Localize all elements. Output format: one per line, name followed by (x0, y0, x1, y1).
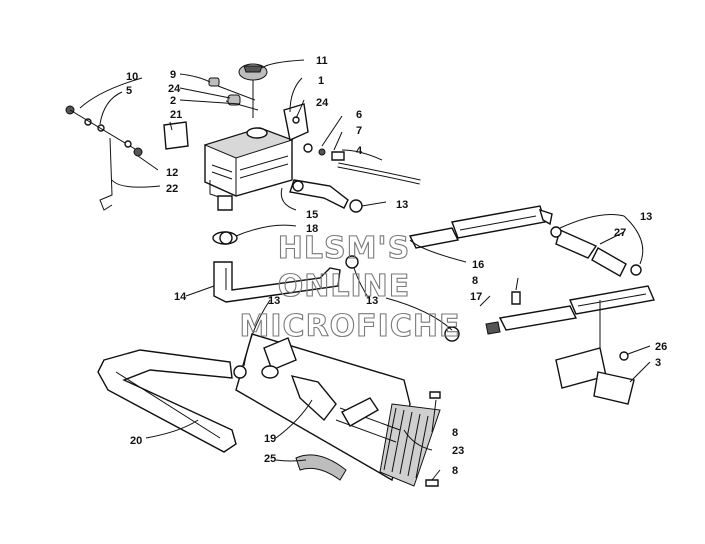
watermark: HLSM'S ONLINE MICROFICHE (239, 230, 461, 344)
callout-10: 10 (126, 71, 138, 83)
leader-lines (79, 59, 651, 481)
callout-8a: 8 (472, 275, 478, 287)
callout-13b: 13 (640, 211, 652, 223)
callout-13d: 13 (366, 295, 378, 307)
callout-23: 23 (452, 445, 464, 457)
heat-exchanger-lower (485, 285, 655, 335)
callout-27: 27 (614, 227, 626, 239)
callout-6: 6 (356, 109, 362, 121)
tank-bracket (208, 77, 309, 141)
callout-3: 3 (655, 357, 661, 369)
callout-26: 26 (655, 341, 667, 353)
callout-22: 22 (166, 183, 178, 195)
callout-24b: 24 (316, 97, 329, 109)
hose-19 (261, 337, 379, 427)
callout-14: 14 (174, 291, 187, 303)
callout-11: 11 (316, 55, 328, 67)
coolant-tank (203, 127, 294, 211)
hardware-left (65, 105, 143, 211)
clamp-25 (295, 454, 347, 481)
callout-2: 2 (170, 95, 176, 107)
callout-4: 4 (356, 145, 363, 157)
decal-label (163, 121, 189, 150)
callout-13c: 13 (268, 295, 280, 307)
callout-5: 5 (126, 85, 132, 97)
screws-8 (425, 291, 521, 487)
callout-labels: 1 2 3 4 5 6 7 8 8 8 9 10 11 12 13 13 13 … (126, 55, 667, 477)
callout-20: 20 (130, 435, 142, 447)
watermark-line-3: MICROFICHE (240, 309, 461, 344)
watermark-line-1: HLSM'S (278, 231, 410, 266)
hose-27 (550, 226, 642, 277)
callout-17: 17 (470, 291, 482, 303)
callout-1: 1 (318, 75, 324, 87)
callout-19: 19 (264, 433, 276, 445)
callout-8c: 8 (452, 465, 458, 477)
callout-16: 16 (472, 259, 484, 271)
hose-20 (97, 349, 237, 453)
watermark-line-2: ONLINE (278, 269, 411, 304)
callout-8b: 8 (452, 427, 458, 439)
callout-15: 15 (306, 209, 318, 221)
callout-18: 18 (306, 223, 318, 235)
callout-12: 12 (166, 167, 178, 179)
hose-clamps (219, 231, 460, 379)
callout-9: 9 (170, 69, 176, 81)
callout-13a: 13 (396, 199, 408, 211)
mount-bracket-3 (555, 300, 635, 405)
heat-exchanger-upper (408, 205, 553, 249)
hardware-right (303, 143, 345, 161)
callout-21: 21 (170, 109, 182, 121)
callout-25: 25 (264, 453, 276, 465)
callout-24a: 24 (168, 83, 181, 95)
radiator-cap (238, 63, 268, 118)
overflow-hose (289, 162, 421, 213)
callout-7: 7 (356, 125, 362, 137)
